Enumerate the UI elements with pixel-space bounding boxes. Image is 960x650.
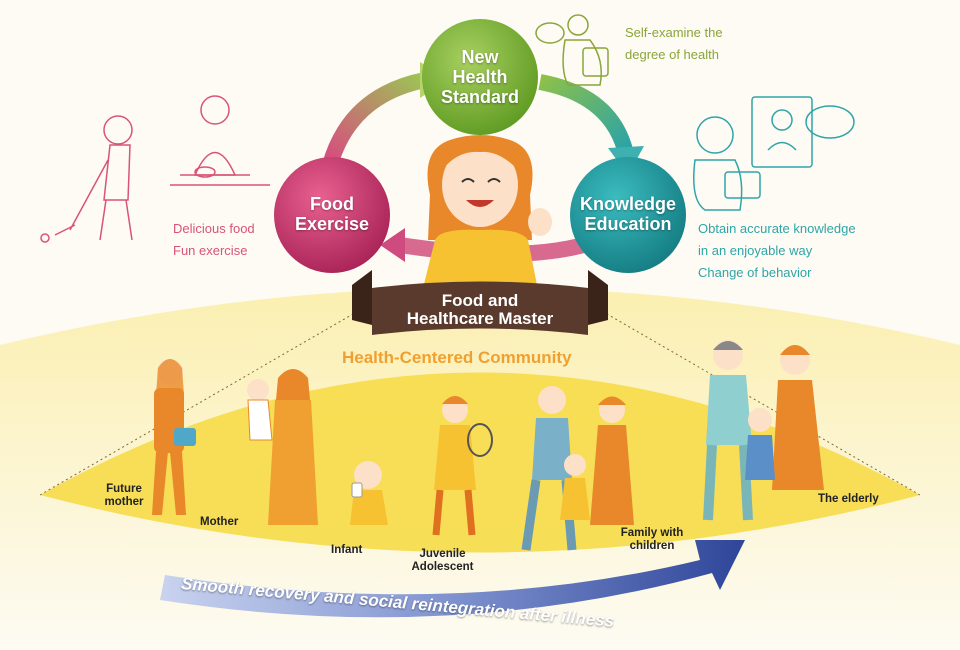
- golf-and-meal-illustration: [40, 95, 270, 243]
- knowledge-education-line1: Knowledge: [579, 194, 676, 214]
- banner-line2: Healthcare Master: [406, 309, 554, 328]
- note-enjoyable-way: in an enjoyable way: [698, 243, 813, 258]
- note-accurate-knowledge: Obtain accurate knowledge: [698, 221, 856, 236]
- banner-right-tail: [588, 270, 608, 325]
- family-line2: children: [629, 540, 675, 552]
- recovery-arrow: [160, 540, 745, 618]
- note-self-examine-line1: Self-examine the: [625, 25, 723, 40]
- mother-label: Mother: [200, 516, 239, 528]
- elderly-label: The elderly: [818, 493, 879, 505]
- knowledge-education-circle: [570, 157, 686, 273]
- future-mother-line2: mother: [104, 496, 144, 508]
- note-delicious-food: Delicious food: [173, 221, 255, 236]
- future-mother-label: Future mother: [95, 483, 153, 509]
- community-label: Health-Centered Community: [342, 348, 572, 367]
- master-banner-label: Food and Healthcare Master: [372, 292, 588, 328]
- arc-food-to-standard: [322, 72, 427, 168]
- family-label: Family with children: [612, 527, 692, 553]
- food-exercise-circle: [274, 157, 390, 273]
- knowledge-note: Obtain accurate knowledge in an enjoyabl…: [698, 218, 856, 284]
- future-mother-figure: [152, 359, 196, 515]
- juvenile-line2: Adolescent: [411, 561, 474, 573]
- arc-standard-to-knowledge: [538, 74, 633, 153]
- mother-figure: [247, 369, 318, 525]
- community-guide-lines: [39, 309, 921, 496]
- arrowhead-to-food: [380, 228, 405, 262]
- master-banner: [372, 281, 588, 335]
- infant-label: Infant: [331, 544, 363, 556]
- food-exercise-note: Delicious food Fun exercise: [173, 218, 255, 262]
- note-change-behavior: Change of behavior: [698, 265, 812, 280]
- food-exercise-line2: Exercise: [294, 214, 370, 234]
- online-learning-illustration: [693, 96, 855, 211]
- banner-line1: Food and: [441, 291, 519, 310]
- infant-figure: [350, 461, 388, 525]
- food-exercise-label: Food Exercise: [282, 194, 382, 234]
- new-health-standard-label: New Health Standard: [430, 47, 530, 107]
- new-health-standard-circle: [422, 19, 538, 135]
- knowledge-education-label: Knowledge Education: [572, 194, 684, 234]
- note-self-examine-line2: degree of health: [625, 47, 719, 62]
- future-mother-line1: Future: [106, 483, 142, 495]
- family-figures: [521, 386, 634, 551]
- new-health-standard-line3: Standard: [440, 87, 519, 107]
- note-fun-exercise: Fun exercise: [173, 243, 248, 258]
- self-examine-illustration: [535, 14, 609, 86]
- self-examine-note: Self-examine the degree of health: [625, 22, 723, 66]
- family-line1: Family with: [620, 527, 684, 539]
- banner-left-tail: [352, 270, 372, 325]
- new-health-standard-line1: New: [461, 47, 499, 67]
- new-health-standard-line2: Health: [452, 67, 508, 87]
- juvenile-figure: [432, 396, 493, 536]
- food-exercise-line1: Food: [310, 194, 354, 214]
- elderly-figures: [703, 340, 824, 521]
- juvenile-line1: Juvenile: [419, 548, 466, 560]
- juvenile-label: Juvenile Adolescent: [405, 548, 480, 574]
- knowledge-education-line2: Education: [584, 214, 672, 234]
- master-figure: [420, 135, 552, 300]
